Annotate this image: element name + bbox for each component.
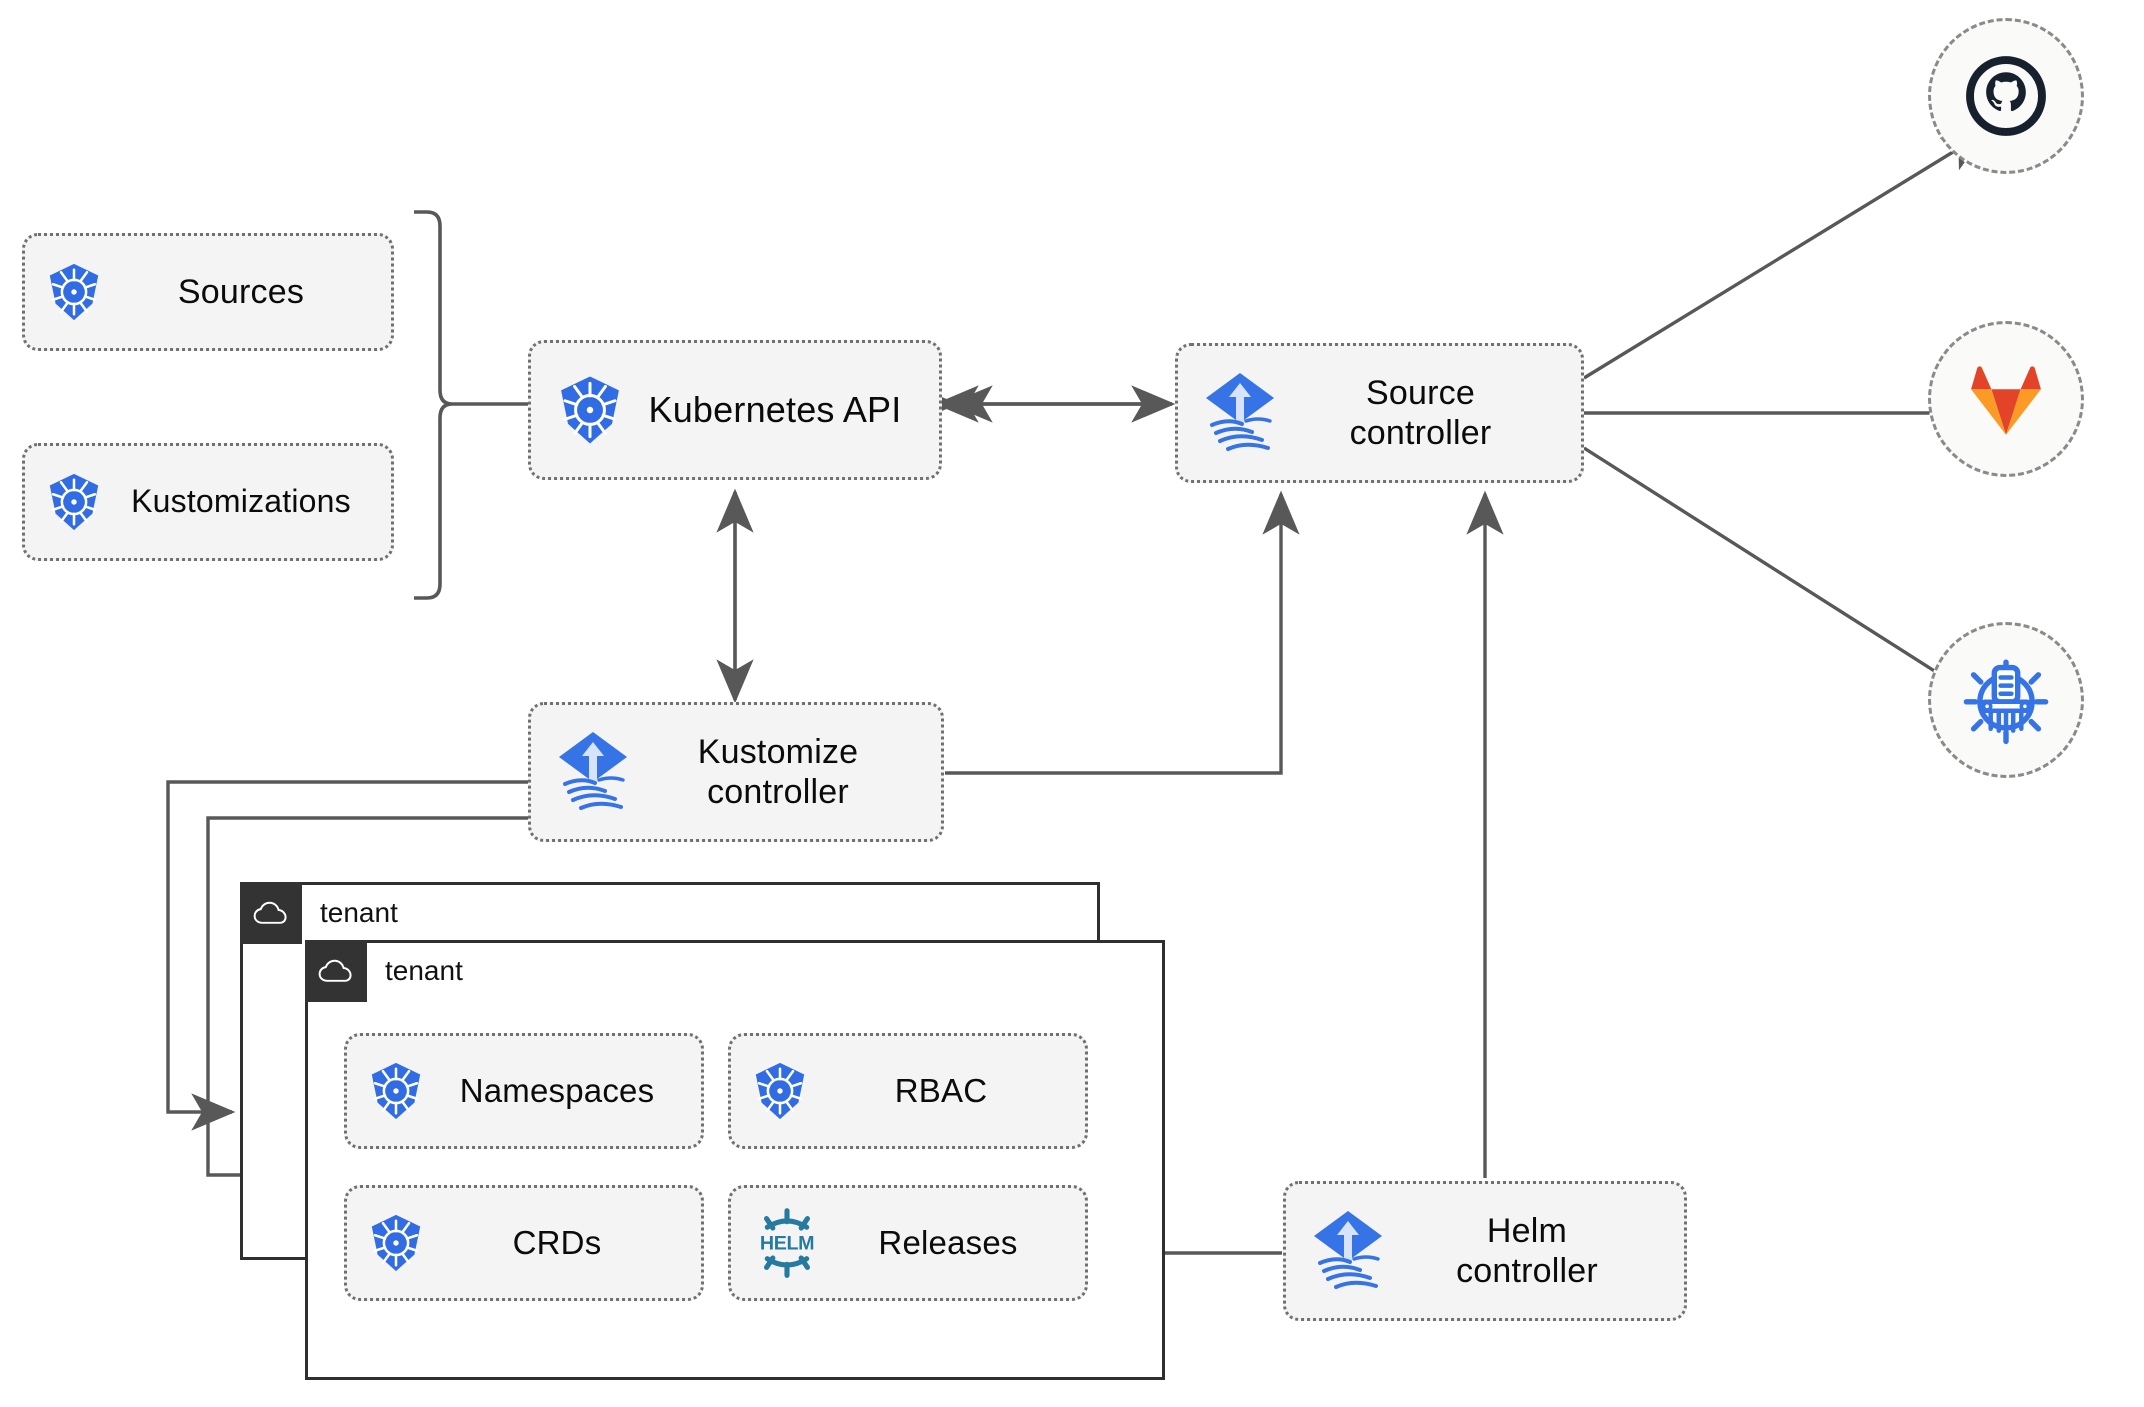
helm-repository-icon	[1961, 655, 2051, 745]
node-namespaces[interactable]: Namespaces	[344, 1033, 704, 1149]
flux-icon	[1310, 1209, 1386, 1293]
node-label: Kustomize controller	[697, 732, 859, 811]
kubernetes-icon	[365, 1212, 427, 1274]
provider-github[interactable]	[1928, 18, 2084, 174]
flux-icon	[555, 730, 631, 814]
edge-source-helmrepo	[1583, 446, 1983, 702]
resources-bracket	[414, 210, 453, 600]
provider-gitlab[interactable]	[1928, 321, 2084, 477]
gitlab-icon	[1965, 360, 2047, 438]
tenant-name: tenant	[320, 897, 398, 928]
node-label: Source controller	[1349, 373, 1492, 452]
github-icon	[1963, 53, 2049, 139]
cloud-icon	[305, 940, 367, 1002]
node-label: RBAC	[894, 1071, 988, 1109]
node-label: Releases	[878, 1223, 1018, 1261]
kubernetes-icon	[553, 373, 627, 447]
cloud-icon	[240, 882, 302, 944]
provider-helm-repository[interactable]	[1928, 622, 2084, 778]
kubernetes-icon	[365, 1060, 427, 1122]
node-label: Helm controller	[1456, 1211, 1598, 1290]
node-source-controller[interactable]: Source controller	[1175, 343, 1584, 483]
kubernetes-icon	[43, 471, 105, 533]
node-sources[interactable]: Sources	[22, 233, 394, 351]
flux-icon	[1202, 371, 1278, 455]
node-label: Namespaces	[459, 1071, 655, 1109]
node-rbac[interactable]: RBAC	[728, 1033, 1088, 1149]
node-label: Kubernetes API	[648, 388, 902, 430]
tenant-header: tenant	[240, 882, 398, 944]
node-kustomizations[interactable]: Kustomizations	[22, 443, 394, 561]
edge-source-github	[1583, 131, 1987, 380]
tenant-name: tenant	[385, 955, 463, 986]
node-label: CRDs	[512, 1223, 602, 1261]
node-label: Sources	[177, 272, 305, 311]
helm-icon: HELM	[749, 1206, 825, 1280]
node-kustomize-controller[interactable]: Kustomize controller	[528, 702, 944, 842]
node-kubernetes-api[interactable]: Kubernetes API	[528, 340, 942, 480]
svg-text:HELM: HELM	[760, 1232, 814, 1254]
node-releases[interactable]: HELM Releases	[728, 1185, 1088, 1301]
kubernetes-icon	[43, 261, 105, 323]
tenant-container-2[interactable]: tenant Namespaces	[305, 940, 1165, 1380]
node-crds[interactable]: CRDs	[344, 1185, 704, 1301]
node-label: Kustomizations	[131, 483, 351, 520]
edge-kustomize-source	[945, 490, 1300, 775]
kubernetes-icon	[749, 1060, 811, 1122]
tenant-header: tenant	[305, 940, 463, 1002]
node-helm-controller[interactable]: Helm controller	[1283, 1181, 1687, 1321]
